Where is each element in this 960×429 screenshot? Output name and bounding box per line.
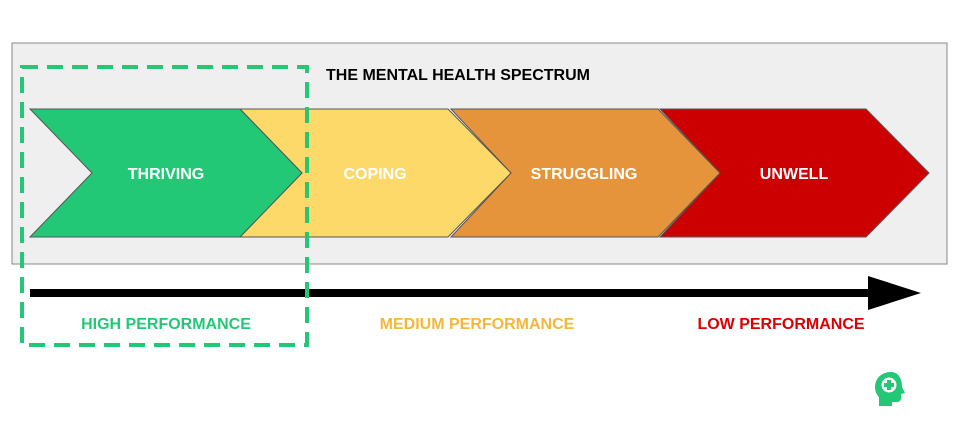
performance-arrow-shaft	[30, 289, 882, 297]
performance-label-medium: MEDIUM PERFORMANCE	[380, 316, 575, 333]
thriving-highlight-box	[20, 65, 309, 347]
stage-label-unwell: UNWELL	[760, 166, 829, 183]
performance-arrow-head	[868, 276, 921, 310]
performance-label-low: LOW PERFORMANCE	[697, 316, 864, 333]
stage-label-struggling: STRUGGLING	[531, 166, 638, 183]
stage-label-thriving: THRIVING	[128, 166, 204, 183]
head-with-plus-icon	[875, 372, 905, 406]
performance-label-high: HIGH PERFORMANCE	[81, 316, 251, 333]
stage-label-coping: COPING	[343, 166, 406, 183]
diagram-title: THE MENTAL HEALTH SPECTRUM	[326, 67, 590, 84]
stage-chevron-thriving	[28, 108, 303, 238]
